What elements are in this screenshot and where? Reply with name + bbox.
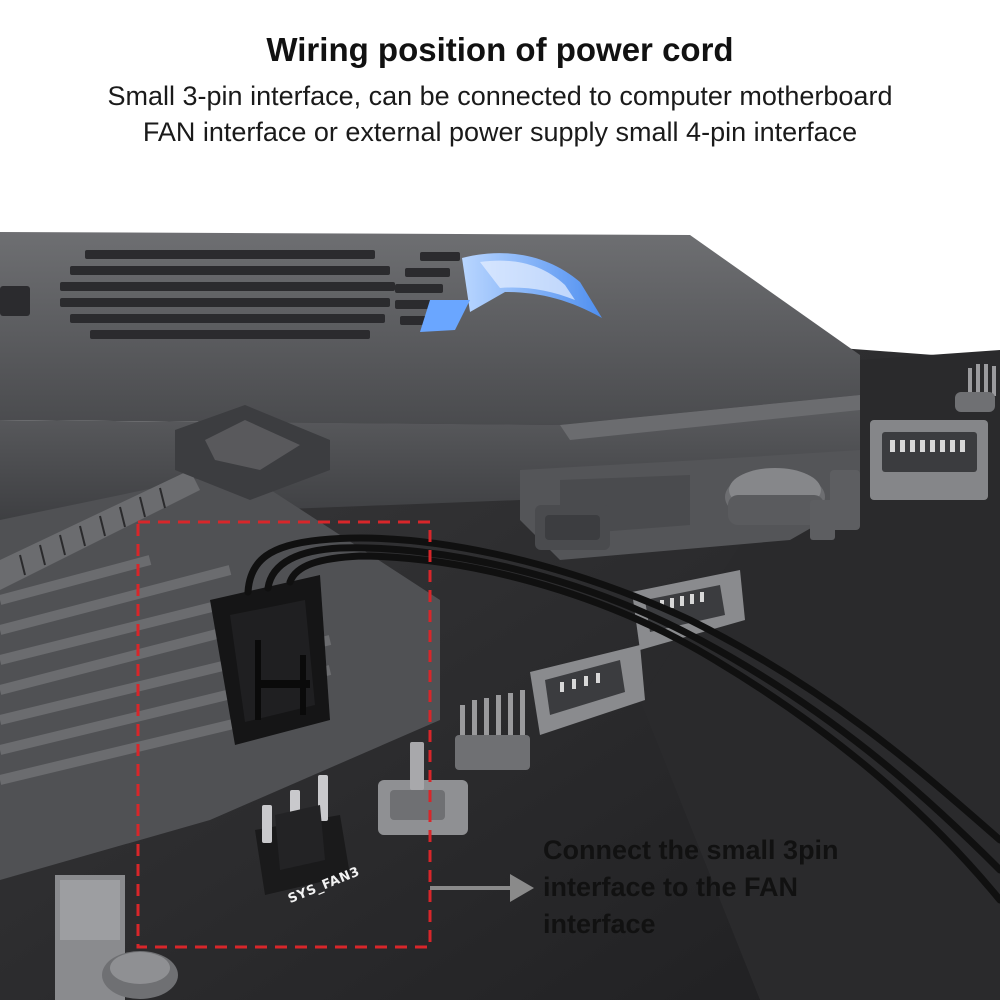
subtitle-line-1: Small 3-pin interface, can be connected … xyxy=(107,81,893,111)
callout-line-3: interface xyxy=(543,909,656,939)
pin-header-top-right xyxy=(968,364,996,400)
board-right-edge xyxy=(640,350,1000,1000)
callout-text: Connect the small 3pin interface to the … xyxy=(543,832,983,943)
rog-logo-glow xyxy=(420,253,602,332)
power-cable xyxy=(244,534,1000,904)
usb-header-right xyxy=(870,420,988,500)
subtitle-line-2: FAN interface or external power supply s… xyxy=(142,117,858,147)
callout-arrow xyxy=(430,874,534,902)
page-title: Wiring position of power cord xyxy=(266,31,734,68)
highlight-box xyxy=(136,520,432,949)
sys-fan3-header xyxy=(255,775,350,895)
callout-line-2: interface to the FAN xyxy=(543,872,799,902)
expansion-slot xyxy=(0,470,200,590)
usb-header-lower xyxy=(530,645,645,735)
heatsink-vents xyxy=(0,250,460,339)
fan-connector-plug xyxy=(210,575,330,745)
header: Wiring position of power cord Small 3-pi… xyxy=(0,0,1000,170)
pin-cluster xyxy=(460,690,525,750)
callout-line-1: Connect the small 3pin xyxy=(543,835,839,865)
